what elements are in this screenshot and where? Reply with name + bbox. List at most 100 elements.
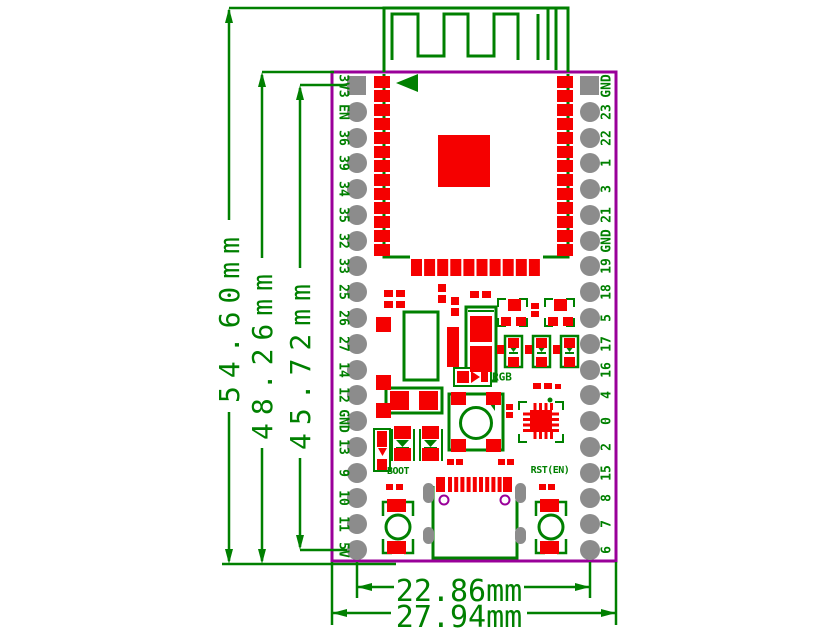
pad bbox=[523, 429, 530, 432]
pin-pad-left-26 bbox=[347, 308, 367, 329]
pad bbox=[539, 484, 546, 490]
pin-label-right-1: 1 bbox=[599, 159, 615, 168]
boot-button-brackets bbox=[381, 500, 415, 555]
pad bbox=[525, 345, 532, 354]
pad bbox=[451, 297, 459, 305]
pad bbox=[396, 290, 405, 297]
pad bbox=[476, 259, 488, 276]
pad bbox=[447, 327, 459, 367]
dim-total-height: 54.60mm bbox=[213, 228, 246, 404]
pin-label-right-4: 4 bbox=[599, 391, 615, 400]
pin-pad-right-8 bbox=[580, 488, 600, 509]
pad bbox=[470, 346, 492, 372]
pin-pad-left-39 bbox=[347, 153, 367, 174]
pin1-marker-triangle bbox=[396, 74, 418, 92]
pad bbox=[523, 412, 530, 416]
pad bbox=[374, 216, 390, 228]
pad bbox=[485, 477, 490, 492]
pin-pad-right-GND bbox=[580, 230, 600, 251]
usb-mount-pads bbox=[423, 483, 526, 544]
pad bbox=[451, 308, 459, 316]
pin-label-right-19: 19 bbox=[599, 258, 615, 275]
pad bbox=[506, 412, 513, 418]
pad bbox=[557, 76, 573, 88]
pad bbox=[447, 459, 454, 465]
pad bbox=[557, 104, 573, 116]
copper-pads bbox=[376, 284, 575, 554]
pad bbox=[489, 259, 501, 276]
ic-corner-brackets bbox=[518, 401, 564, 443]
pin-pad-left-14 bbox=[347, 359, 367, 380]
bracket-component-a bbox=[497, 298, 528, 327]
pin-label-left-34: 34 bbox=[335, 181, 351, 197]
pad bbox=[552, 412, 559, 416]
reset-button-cap bbox=[537, 513, 565, 541]
pad bbox=[456, 459, 463, 465]
pad bbox=[557, 230, 573, 242]
reset-button-brackets bbox=[534, 500, 568, 555]
pin-label-left-12: 12 bbox=[335, 387, 351, 404]
pad bbox=[550, 432, 553, 439]
dim-total-width: 27.94mm bbox=[395, 600, 523, 632]
pad bbox=[515, 259, 527, 276]
pad bbox=[528, 259, 540, 276]
diode-strip-outline bbox=[373, 428, 391, 472]
pin-label-right-23: 23 bbox=[599, 103, 615, 120]
pad bbox=[374, 90, 390, 102]
inductor-outline bbox=[384, 386, 444, 415]
pin-label-left-5V: 5V bbox=[335, 542, 351, 558]
pad bbox=[557, 160, 573, 172]
module-die bbox=[438, 135, 490, 187]
pin-pad-left-25 bbox=[347, 282, 367, 303]
pad bbox=[555, 384, 561, 389]
pin-pad-right-7 bbox=[580, 514, 600, 535]
pin-label-right-GND: GND bbox=[599, 228, 615, 253]
pin-label-left-EN: EN bbox=[335, 103, 351, 120]
pad bbox=[436, 477, 445, 492]
pad bbox=[374, 230, 390, 242]
pin-label-left-32: 32 bbox=[335, 232, 351, 249]
pad bbox=[422, 448, 439, 461]
en-switch-outline bbox=[447, 392, 505, 452]
pin-pad-left-12 bbox=[347, 385, 367, 406]
pin-pad-left-3V3 bbox=[347, 76, 366, 95]
rgb-led-label: RGB bbox=[492, 370, 512, 384]
pin-pad-right-17 bbox=[580, 333, 600, 354]
pad bbox=[502, 259, 514, 276]
pad bbox=[498, 459, 505, 465]
dim-pin-span-width: 22.86mm bbox=[395, 574, 523, 609]
pad bbox=[438, 295, 446, 303]
pin-label-left-9: 9 bbox=[335, 468, 351, 477]
pin-pad-right-22 bbox=[580, 127, 600, 148]
pad bbox=[451, 439, 466, 452]
pad bbox=[501, 317, 511, 326]
pad bbox=[523, 418, 530, 421]
pad bbox=[424, 259, 436, 276]
pin-label-right-6: 6 bbox=[599, 546, 615, 554]
pad bbox=[374, 76, 390, 88]
pad bbox=[451, 392, 466, 405]
pin-label-right-21: 21 bbox=[599, 207, 615, 223]
pad bbox=[463, 259, 475, 276]
dim-board-height: 48.26mm bbox=[246, 265, 279, 441]
pin-label-right-15: 15 bbox=[599, 464, 615, 481]
pin-label-left-33: 33 bbox=[335, 258, 351, 275]
pin-label-right-2: 2 bbox=[599, 442, 615, 451]
pad bbox=[539, 432, 542, 439]
pad bbox=[387, 541, 406, 554]
red-arrow-marks bbox=[378, 371, 480, 456]
pad bbox=[533, 383, 541, 389]
pin-label-right-3: 3 bbox=[599, 185, 615, 194]
pad bbox=[544, 432, 548, 439]
pad bbox=[374, 174, 390, 186]
pad bbox=[508, 338, 519, 348]
boot-button-cap bbox=[384, 513, 412, 541]
pad bbox=[376, 375, 391, 390]
pin-pad-left-32 bbox=[347, 230, 367, 251]
pin-label-left-GND: GND bbox=[335, 409, 351, 433]
pad bbox=[507, 459, 514, 465]
pin-pad-right-1 bbox=[580, 153, 600, 174]
pad bbox=[374, 202, 390, 214]
